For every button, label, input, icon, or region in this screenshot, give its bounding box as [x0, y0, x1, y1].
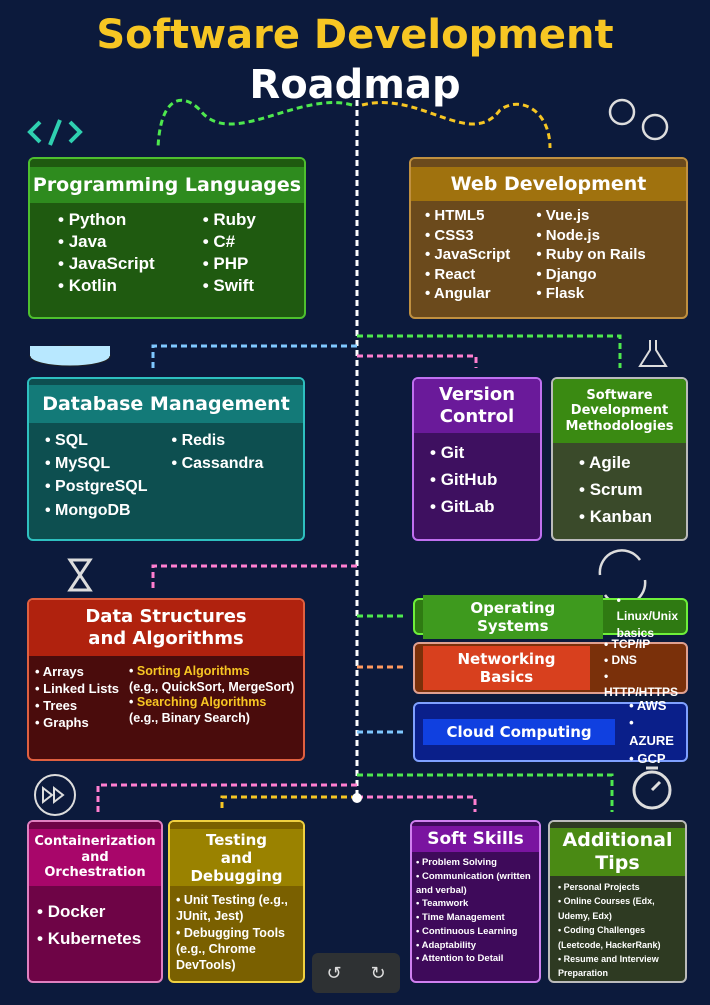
list-item: Coding Challenges (Leetcode, HackerRank) — [558, 923, 677, 952]
version-title: Version Control — [414, 379, 540, 433]
searching-examples: (e.g., Binary Search) — [129, 710, 250, 725]
list-item: Django — [536, 265, 645, 285]
list-item: GCP — [629, 750, 678, 768]
image-controls: ↺ ↻ — [312, 953, 400, 993]
list-item: Node.js — [536, 226, 645, 246]
list-item: GitHub — [430, 466, 530, 493]
list-item: Unit Testing (e.g., JUnit, Jest) — [176, 892, 297, 925]
title-line1: Software Development — [96, 12, 614, 58]
list-item: Continuous Learning — [416, 925, 535, 939]
containerization-box: Containerization and Orchestration Docke… — [27, 820, 163, 983]
list-item: PHP — [203, 253, 256, 275]
dsa-title: Data Structures and Algorithms — [29, 600, 303, 656]
list-item: Communication (written and verbal) — [416, 870, 535, 898]
list-item: Linked Lists — [35, 681, 119, 698]
list-item: Arrays — [35, 664, 119, 681]
cloud-computing-box: Cloud Computing AWSAZUREGCP — [413, 698, 688, 766]
list-item: HTML5 — [425, 206, 510, 226]
list-item: GitLab — [430, 493, 530, 520]
cloud-title: Cloud Computing — [423, 719, 616, 745]
list-item: Ruby — [203, 209, 256, 231]
gears-icon — [608, 98, 669, 141]
database-title: Database Management — [29, 379, 303, 423]
testing-title: Testing and Debugging — [170, 822, 303, 886]
list-item: Time Management — [416, 911, 535, 925]
list-item: Linux/Unix basics — [617, 592, 678, 641]
programming-languages-box: Programming Languages PythonJavaJavaScri… — [28, 157, 306, 319]
list-item: JavaScript — [425, 245, 510, 265]
methodologies-box: Software Development Methodologies Agile… — [551, 377, 688, 541]
list-item: Flask — [536, 284, 645, 304]
title-line2: Roadmap — [249, 62, 461, 108]
stopwatch-icon — [632, 766, 672, 810]
list-item: Scrum — [579, 476, 676, 503]
dsa-box: Data Structures and Algorithms ArraysLin… — [27, 598, 305, 761]
containers-title: Containerization and Orchestration — [29, 822, 161, 886]
list-item: JavaScript — [58, 253, 155, 275]
networking-basics-box: Networking Basics TCP/IPDNSHTTP/HTTPS — [413, 637, 688, 699]
sorting-label: Sorting Algorithms — [136, 664, 250, 678]
searching-label: Searching Algorithms — [136, 695, 267, 710]
list-item: Personal Projects — [558, 880, 677, 894]
list-item: MySQL — [45, 452, 148, 475]
list-item: Ruby on Rails — [536, 245, 646, 265]
rotate-left-icon[interactable]: ↺ — [326, 962, 342, 984]
list-item: Debugging Tools (e.g., Chrome DevTools) — [176, 925, 297, 974]
list-item: CSS3 — [425, 226, 510, 246]
list-item: Redis — [172, 429, 264, 452]
networking-title: Networking Basics — [423, 646, 590, 690]
list-item: PostgreSQL — [45, 475, 147, 498]
list-item: Kotlin — [58, 275, 155, 297]
list-item: Docker — [37, 898, 153, 925]
list-item: Attention to Detail — [416, 952, 535, 966]
list-item: Problem Solving — [416, 856, 535, 870]
list-item: HTTP/HTTPS — [604, 668, 678, 700]
os-title: Operating Systems — [423, 594, 603, 639]
sorting-examples: (e.g., QuickSort, MergeSort) — [129, 679, 295, 694]
database-icon — [29, 345, 111, 367]
list-item: Graphs — [35, 715, 119, 732]
list-item: TCP/IP — [604, 636, 678, 652]
web-title: Web Development — [411, 159, 686, 201]
list-item: Trees — [35, 698, 119, 715]
database-management-box: Database Management SQLMySQLPostgreSQLMo… — [27, 377, 305, 541]
list-item: MongoDB — [45, 499, 148, 522]
tips-title: Additional Tips — [550, 822, 685, 876]
list-item: Python — [58, 209, 155, 231]
list-item: SQL — [45, 429, 148, 452]
list-item: Agile — [579, 449, 676, 476]
flask-icon — [638, 340, 668, 367]
list-item: Java — [58, 231, 155, 253]
media-controls-icon — [34, 774, 76, 816]
operating-systems-box: Operating Systems Linux/Unix basics — [413, 594, 688, 640]
list-item: Adaptability — [416, 939, 535, 953]
list-item: DNS — [604, 652, 678, 668]
version-control-box: Version Control GitGitHubGitLab — [412, 377, 542, 541]
list-item: Resume and Interview Preparation — [558, 952, 677, 981]
soft-skills-box: Soft Skills Problem SolvingCommunication… — [410, 820, 541, 983]
list-item: AZURE — [629, 714, 678, 749]
list-item: Online Courses (Edx, Udemy, Edx) — [558, 894, 677, 923]
web-development-box: Web Development HTML5CSS3JavaScriptReact… — [409, 157, 688, 319]
list-item: Vue.js — [536, 206, 645, 226]
list-item: React — [425, 265, 510, 285]
code-icon — [27, 119, 83, 146]
list-item: Cassandra — [172, 452, 264, 475]
list-item: C# — [203, 231, 256, 253]
list-item: Kubernetes — [37, 925, 153, 952]
programming-title: Programming Languages — [30, 159, 304, 203]
list-item: Teamwork — [416, 897, 535, 911]
list-item: Angular — [425, 284, 510, 304]
list-item: Git — [430, 439, 530, 466]
additional-tips-box: Additional Tips Personal ProjectsOnline … — [548, 820, 687, 983]
soft-skills-title: Soft Skills — [412, 822, 539, 852]
list-item: Swift — [203, 275, 256, 297]
testing-debugging-box: Testing and Debugging Unit Testing (e.g.… — [168, 820, 305, 983]
list-item: AWS — [629, 697, 678, 715]
methodologies-title: Software Development Methodologies — [553, 379, 686, 443]
list-item: Kanban — [579, 503, 676, 530]
rotate-right-icon[interactable]: ↻ — [370, 962, 386, 984]
hourglass-icon — [67, 558, 93, 592]
